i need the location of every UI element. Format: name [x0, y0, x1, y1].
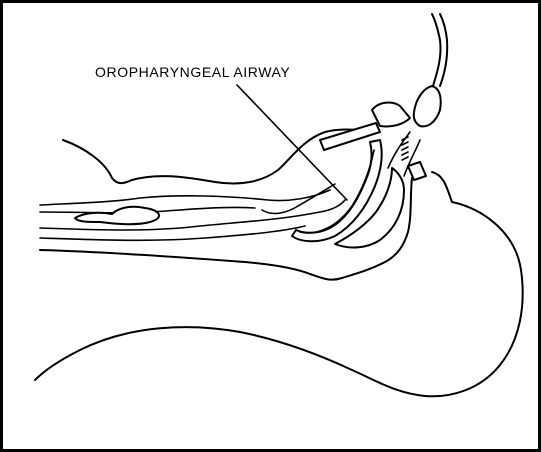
head-outline — [35, 172, 523, 396]
airway-label: OROPHARYNGEAL AIRWAY — [95, 64, 290, 80]
tube-end — [408, 162, 426, 180]
nasal-passage-upper — [40, 190, 330, 205]
lip-shape — [75, 207, 159, 224]
tube-line — [432, 14, 441, 86]
face-profile — [63, 130, 362, 184]
valve-connector — [372, 103, 410, 127]
valve-bulb — [414, 86, 441, 126]
